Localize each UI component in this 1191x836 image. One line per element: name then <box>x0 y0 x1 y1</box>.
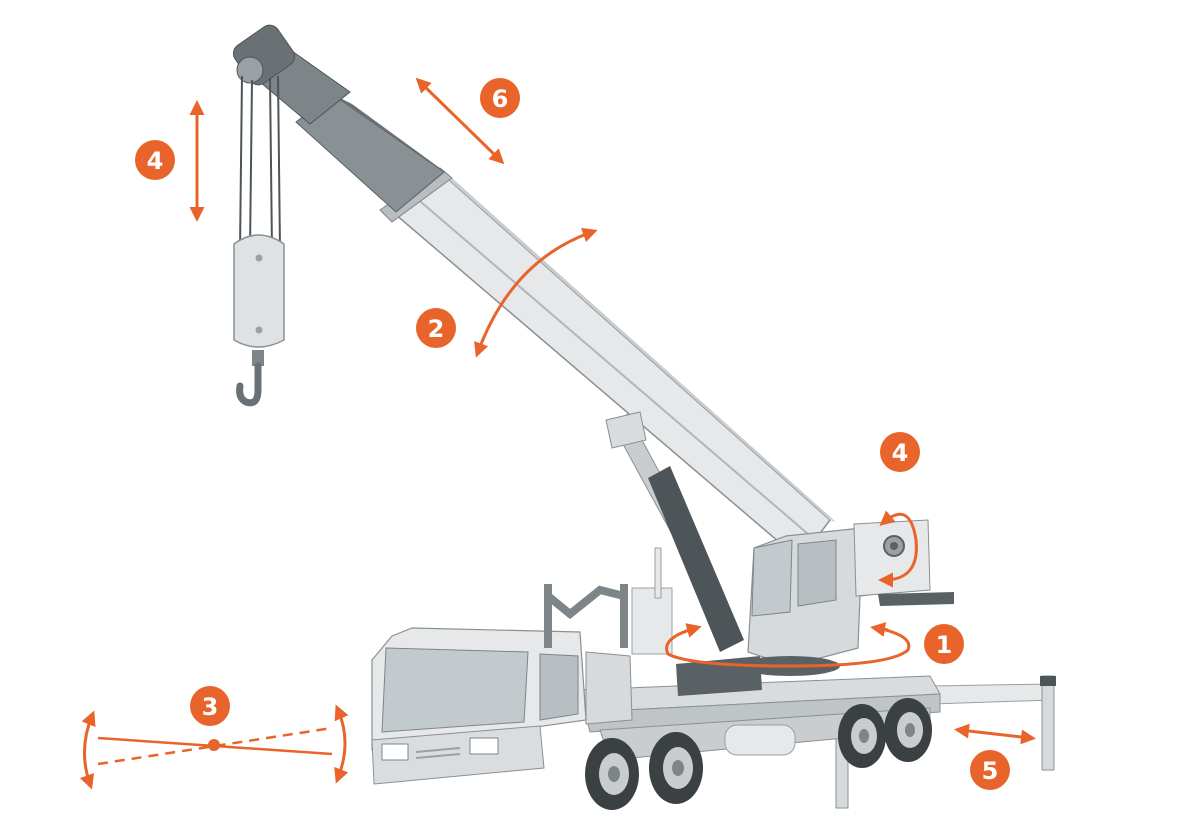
slewing-arrow <box>665 623 911 668</box>
wheel-rear-2 <box>884 698 932 762</box>
hook-block <box>233 75 285 407</box>
badge-telescoping: 6 <box>480 78 520 118</box>
badge-hoist: 4 <box>135 140 175 180</box>
wheel-front-2 <box>649 732 703 804</box>
callout-badges: 1 2 3 4 4 5 6 <box>135 78 1010 790</box>
luffing-arrow <box>474 227 598 358</box>
badge-winch: 4 <box>880 432 920 472</box>
svg-text:2: 2 <box>428 315 445 343</box>
tilt-indicator <box>79 704 349 790</box>
winch-arrow <box>878 510 918 588</box>
luffing-cylinder <box>605 411 744 652</box>
svg-text:3: 3 <box>202 693 219 721</box>
motion-arrows <box>79 77 1036 790</box>
telescoping-arrow <box>415 77 505 165</box>
svg-text:6: 6 <box>492 85 509 113</box>
wheel-rear-1 <box>838 704 886 768</box>
wheels <box>585 698 932 810</box>
svg-text:4: 4 <box>147 147 164 175</box>
badge-tilt: 3 <box>190 686 230 726</box>
svg-text:4: 4 <box>892 439 909 467</box>
slewing-arrow-head <box>870 622 889 637</box>
badge-slewing: 1 <box>924 624 964 664</box>
badge-luffing: 2 <box>416 308 456 348</box>
svg-text:1: 1 <box>936 631 953 659</box>
outrigger-arrow <box>954 723 1036 745</box>
svg-text:5: 5 <box>982 757 999 785</box>
badge-outrigger: 5 <box>970 750 1010 790</box>
truck-cab <box>371 627 633 785</box>
superstructure <box>740 519 954 676</box>
boom-rest <box>544 584 628 648</box>
wheel-front-1 <box>585 738 639 810</box>
boom <box>232 24 836 562</box>
